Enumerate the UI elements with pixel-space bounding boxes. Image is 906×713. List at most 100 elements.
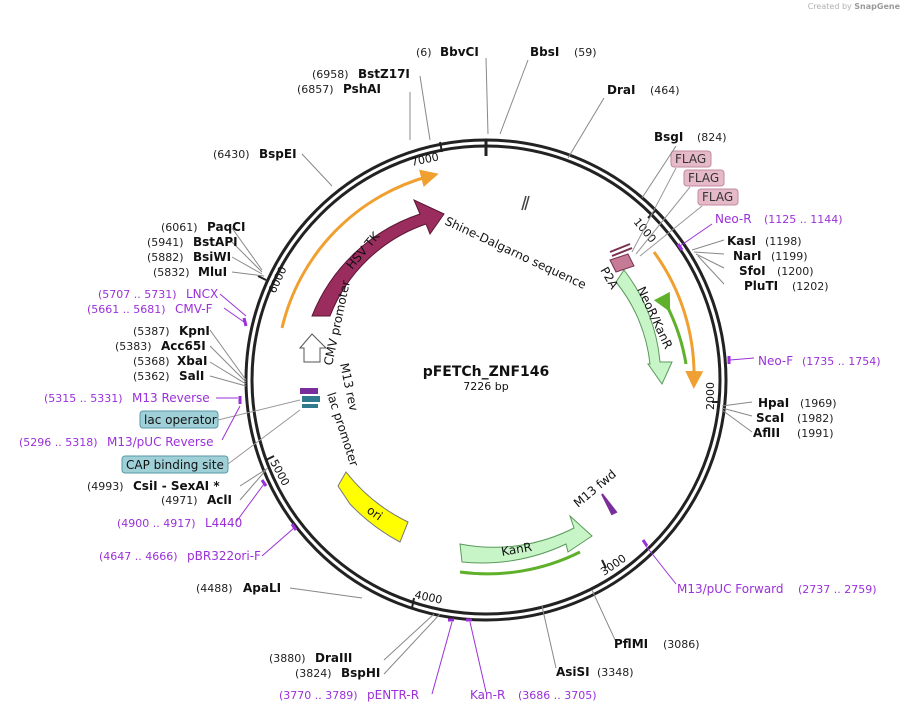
enzyme-name-bspei: BspEI xyxy=(259,147,297,161)
enzyme-pos-bbvci: (6) xyxy=(416,46,432,59)
primer-name-pbr322: pBR322ori-F xyxy=(187,549,261,563)
ori-feature xyxy=(337,471,409,543)
enzyme-pos-xbai: (5368) xyxy=(133,355,170,368)
primer-name-m13pucfwd: M13/pUC Forward xyxy=(677,582,784,596)
ruler-4000: 4000 xyxy=(413,588,443,607)
enzyme-pos-pflmi: (3086) xyxy=(663,638,700,651)
primer-name-kanr: Kan-R xyxy=(470,688,505,702)
enzyme-leaders xyxy=(209,57,753,675)
primer-range-m13rev: (5315 .. 5331) xyxy=(44,392,123,405)
enzyme-name-csii: CsiI - SexAI * xyxy=(133,479,220,493)
enzyme-name-asisi: AsiSI xyxy=(556,665,590,679)
enzyme-pos-hpai: (1969) xyxy=(800,397,837,410)
m13rev-feature xyxy=(300,388,318,394)
enzyme-name-aflii: AflII xyxy=(753,426,780,440)
enzyme-pos-scai: (1982) xyxy=(797,412,834,425)
enzyme-pos-nari: (1199) xyxy=(771,250,808,263)
hsvtk-feature xyxy=(311,198,445,317)
enzyme-pos-kpni: (5387) xyxy=(133,325,170,338)
m13fwd-label: M13 fwd xyxy=(571,467,619,510)
enzyme-name-bsgi: BsgI xyxy=(654,130,683,144)
enzyme-name-acli: AclI xyxy=(207,493,232,507)
neor-feature xyxy=(615,269,673,386)
enzyme-name-sfoi: SfoI xyxy=(739,264,766,278)
enzyme-pos-mlui: (5832) xyxy=(153,266,190,279)
enzyme-pos-apali: (4488) xyxy=(196,582,233,595)
primer-range-pbr322: (4647 .. 4666) xyxy=(99,550,178,563)
kanr-feature xyxy=(459,514,593,564)
shine-marker xyxy=(521,195,527,211)
snapgene-logo: SnapGene xyxy=(854,2,900,11)
enzyme-pos-draiii: (3880) xyxy=(269,652,306,665)
enzyme-name-nari: NarI xyxy=(733,249,762,263)
flag-label-2: FLAG xyxy=(688,171,719,185)
enzyme-name-mlui: MluI xyxy=(198,265,227,279)
primer-range-kanr: (3686 .. 3705) xyxy=(518,689,597,702)
enzyme-name-drai: DraI xyxy=(607,83,635,97)
enzyme-pos-aflii: (1991) xyxy=(797,427,834,440)
enzyme-name-bsiwi: BsiWI xyxy=(193,250,231,264)
primer-range-l4440: (4900 .. 4917) xyxy=(117,517,196,530)
plasmid-size: 7226 bp xyxy=(463,380,508,393)
enzyme-name-apali: ApaLI xyxy=(243,581,281,595)
enzyme-pos-sfoi: (1200) xyxy=(777,265,814,278)
kanr-orf xyxy=(459,550,581,576)
plasmid-name: pFETCh_ZNF146 xyxy=(423,364,550,380)
enzyme-pos-acli: (4971) xyxy=(161,494,198,507)
enzyme-name-pshai: PshAI xyxy=(343,82,381,96)
enzyme-name-bbvci: BbvCI xyxy=(440,45,479,59)
flag-label-3: FLAG xyxy=(702,190,733,204)
enzyme-name-kpni: KpnI xyxy=(179,324,210,338)
primer-range-m13pucfwd: (2737 .. 2759) xyxy=(798,583,877,596)
primer-name-l4440: L4440 xyxy=(205,516,242,530)
credit-prefix: Created by xyxy=(807,2,852,11)
enzyme-name-scai: ScaI xyxy=(756,411,784,425)
enzyme-pos-bspei: (6430) xyxy=(213,148,250,161)
enzyme-pos-bstapi: (5941) xyxy=(147,236,184,249)
ruler-2000: 2000 xyxy=(704,382,717,410)
enzyme-pos-asisi: (3348) xyxy=(597,666,634,679)
neor-orf-orange xyxy=(652,251,704,389)
flag-label-1: FLAG xyxy=(675,152,706,166)
enzyme-pos-bsiwi: (5882) xyxy=(147,251,184,264)
primer-name-neor: Neo-R xyxy=(715,212,752,226)
enzyme-pos-acc65i: (5383) xyxy=(115,340,152,353)
lac-operator-feature xyxy=(302,404,318,408)
hsvtk-orf xyxy=(280,169,439,329)
enzyme-name-hpai: HpaI xyxy=(758,396,789,410)
primer-range-neor: (1125 .. 1144) xyxy=(764,213,843,226)
primer-range-cmvf: (5661 .. 5681) xyxy=(87,303,166,316)
primer-name-m13pucrev: M13/pUC Reverse xyxy=(107,435,214,449)
primer-range-m13pucrev: (5296 .. 5318) xyxy=(19,436,98,449)
flag-box-3 xyxy=(697,188,739,206)
primer-range-neof: (1735 .. 1754) xyxy=(802,355,881,368)
neor-orf-green xyxy=(653,291,688,365)
primer-leaders xyxy=(216,223,755,695)
enzyme-name-draiii: DraIII xyxy=(315,651,352,665)
lac-operator-label: lac operator xyxy=(144,413,217,427)
primer-marks xyxy=(238,243,731,622)
enzyme-pos-bsgi: (824) xyxy=(697,131,727,144)
primer-labels: Neo-R (1125 .. 1144) Neo-F (1735 .. 1754… xyxy=(19,212,881,702)
flag-box-1 xyxy=(670,150,712,168)
primer-name-lncx: LNCX xyxy=(186,287,218,301)
enzyme-pos-pluti: (1202) xyxy=(792,280,829,293)
kanr-label: KanR xyxy=(500,540,533,559)
enzyme-pos-csii: (4993) xyxy=(87,480,124,493)
lac-promoter-feature xyxy=(302,396,320,402)
enzyme-name-bbsi: BbsI xyxy=(530,45,559,59)
enzyme-name-sali: SalI xyxy=(179,369,204,383)
primer-range-lncx: (5707 .. 5731) xyxy=(98,288,177,301)
enzyme-name-bstapi: BstAPI xyxy=(193,235,238,249)
enzyme-name-pluti: PluTI xyxy=(744,279,778,293)
ruler-7000: 7000 xyxy=(410,150,440,169)
p2a-feature xyxy=(609,253,635,273)
enzyme-pos-pshai: (6857) xyxy=(297,83,334,96)
enzyme-name-bstz17i: BstZ17I xyxy=(358,67,410,81)
enzyme-name-kasi: KasI xyxy=(727,234,756,248)
enzyme-pos-kasi: (1198) xyxy=(765,235,802,248)
enzyme-pos-bstz17i: (6958) xyxy=(312,68,349,81)
cap-site-label: CAP binding site xyxy=(126,458,224,472)
enzyme-pos-sali: (5362) xyxy=(133,370,170,383)
